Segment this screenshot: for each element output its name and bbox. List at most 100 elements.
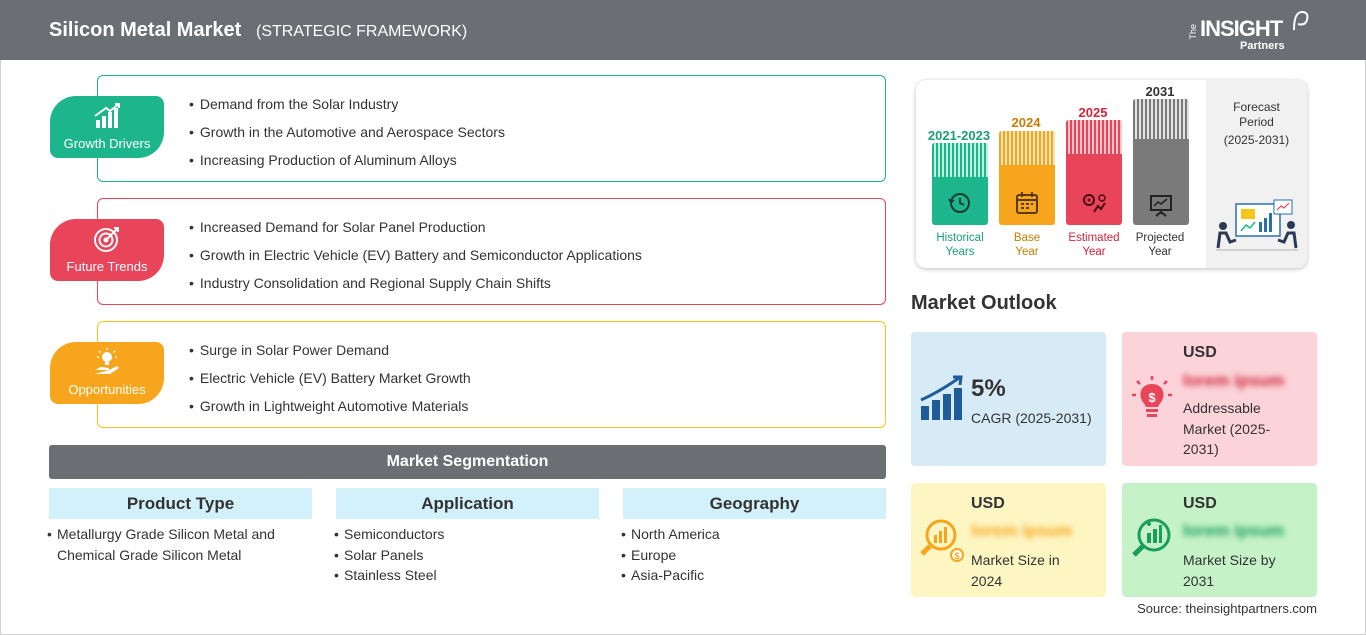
- list-item: Stainless Steel: [334, 565, 594, 586]
- market-size-2024-card: USD lorem ipsum $ Market Size in 2024: [911, 483, 1106, 597]
- logo-word: INSIGHT: [1200, 16, 1283, 41]
- size-2024-label: Market Size in 2024: [971, 552, 1060, 589]
- future-trends-label: Future Trends: [66, 259, 148, 274]
- list-item: Electric Vehicle (EV) Battery Market Gro…: [189, 368, 471, 396]
- timeline-year-estimated: 2025: [1078, 105, 1108, 120]
- growth-drivers-label: Growth Drivers: [63, 136, 151, 151]
- market-segmentation-header: Market Segmentation: [49, 445, 886, 479]
- clock-history-icon: [948, 193, 970, 213]
- magnifier-chart-icon: $: [920, 519, 964, 562]
- opportunities-badge: Opportunities: [50, 342, 164, 404]
- timeline-bar-estimated: [1066, 120, 1122, 225]
- forecast-title-line1: Forecast: [1233, 100, 1280, 114]
- timeline-year-projected: 2031: [1145, 84, 1175, 99]
- future-trends-badge: Future Trends: [50, 219, 164, 281]
- timeline-bar-base: [999, 131, 1055, 225]
- size-2031-currency: USD: [1183, 495, 1217, 512]
- page-subtitle: (STRATEGIC FRAMEWORK): [256, 23, 468, 40]
- bar-stripes: [1066, 120, 1122, 154]
- bar-chart-growth-icon: [94, 103, 120, 128]
- list-item: Increased Demand for Solar Panel Product…: [189, 217, 642, 245]
- label-line1: Projected: [1135, 232, 1185, 244]
- list-item: Surge in Solar Power Demand: [189, 340, 471, 368]
- list-item: Europe: [621, 545, 881, 566]
- opportunities-label: Opportunities: [68, 382, 146, 397]
- timeline-bar-historical: [932, 143, 988, 225]
- cagr-label: CAGR (2025-2031): [971, 410, 1092, 426]
- application-list: Semiconductors Solar Panels Stainless St…: [334, 524, 594, 586]
- list-item: Semiconductors: [334, 524, 594, 545]
- size-2024-value: lorem ipsum: [971, 521, 1073, 540]
- label-line1: Historical: [936, 232, 984, 244]
- analysts-dashboard-icon: [1216, 199, 1298, 251]
- segment-heading-product-type: Product Type: [49, 488, 312, 519]
- size-2031-label: Market Size by 2031: [1183, 552, 1276, 589]
- calendar-icon: [1016, 192, 1038, 214]
- label-line2: Year: [1148, 246, 1172, 258]
- cagr-card: 5% CAGR (2025-2031): [911, 332, 1106, 466]
- lightbulb-dollar-icon: $: [1132, 376, 1172, 417]
- target-icon: [94, 227, 119, 252]
- svg-text:$: $: [1148, 390, 1156, 405]
- geography-list: North America Europe Asia-Pacific: [621, 524, 881, 586]
- gears-chart-icon: [1083, 194, 1106, 213]
- list-item: North America: [621, 524, 881, 545]
- market-outlook-title: Market Outlook: [911, 292, 1057, 314]
- logo-swoosh-icon: [1293, 10, 1309, 31]
- label-line1: Base: [1013, 232, 1041, 244]
- list-item: Growth in Electric Vehicle (EV) Battery …: [189, 245, 642, 273]
- growth-drivers-badge: Growth Drivers: [50, 96, 164, 158]
- list-item: Asia-Pacific: [621, 565, 881, 586]
- segment-heading-geography: Geography: [623, 488, 886, 519]
- product-type-list: Metallurgy Grade Silicon Metal and Chemi…: [47, 524, 307, 565]
- addressable-market-card: USD lorem ipsum $ Addressable Market (20…: [1122, 332, 1317, 466]
- label-line1: Estimated: [1068, 232, 1120, 244]
- label-line2: Year: [1015, 246, 1039, 258]
- lightbulb-hand-icon: [95, 348, 119, 374]
- bar-stripes: [1133, 99, 1189, 139]
- presentation-chart-icon: [1150, 195, 1172, 217]
- addressable-value: lorem ipsum: [1183, 371, 1285, 390]
- list-item: Metallurgy Grade Silicon Metal and Chemi…: [47, 524, 307, 565]
- cagr-value: 5%: [971, 375, 1006, 402]
- list-item: Demand from the Solar Industry: [189, 94, 505, 122]
- logo-partners: Partners: [1240, 40, 1285, 52]
- list-item: Increasing Production of Aluminum Alloys: [189, 150, 505, 178]
- list-item: Growth in the Automotive and Aerospace S…: [189, 122, 505, 150]
- opportunities-box: Surge in Solar Power Demand Electric Veh…: [97, 321, 886, 428]
- insight-partners-logo[interactable]: The INSIGHT Partners: [1188, 10, 1318, 54]
- bar-stripes: [932, 143, 988, 177]
- list-item: Growth in Lightweight Automotive Materia…: [189, 396, 471, 424]
- forecast-period-range: (2025-2031): [1223, 133, 1290, 147]
- label-line2: Years: [945, 246, 975, 258]
- list-item: Industry Consolidation and Regional Supp…: [189, 273, 642, 301]
- magnifier-bars-icon: [1132, 518, 1171, 557]
- growth-drivers-box: Demand from the Solar Industry Growth in…: [97, 75, 886, 182]
- size-2031-value: lorem ipsum: [1183, 521, 1285, 540]
- growth-drivers-list: Demand from the Solar Industry Growth in…: [189, 94, 505, 178]
- future-trends-list: Increased Demand for Solar Panel Product…: [189, 217, 642, 301]
- logo-the: The: [1188, 24, 1198, 40]
- label-line2: Year: [1082, 246, 1106, 258]
- header-bar: Silicon Metal Market (STRATEGIC FRAMEWOR…: [0, 0, 1366, 60]
- timeline-year-historical: 2021-2023: [927, 128, 991, 143]
- bar-stripes: [999, 131, 1055, 165]
- source-credit: Source: theinsightpartners.com: [1137, 601, 1317, 616]
- list-item: Solar Panels: [334, 545, 594, 566]
- rising-bars-icon: [920, 375, 963, 420]
- forecast-title-line2: Period: [1239, 115, 1274, 129]
- opportunities-list: Surge in Solar Power Demand Electric Veh…: [189, 340, 471, 424]
- addressable-currency: USD: [1183, 344, 1217, 361]
- size-2024-currency: USD: [971, 495, 1005, 512]
- segment-heading-application: Application: [336, 488, 599, 519]
- addressable-label: Addressable Market (2025-2031): [1183, 400, 1271, 457]
- page-title: Silicon Metal Market: [49, 19, 242, 41]
- timeline-bar-projected: [1133, 99, 1189, 225]
